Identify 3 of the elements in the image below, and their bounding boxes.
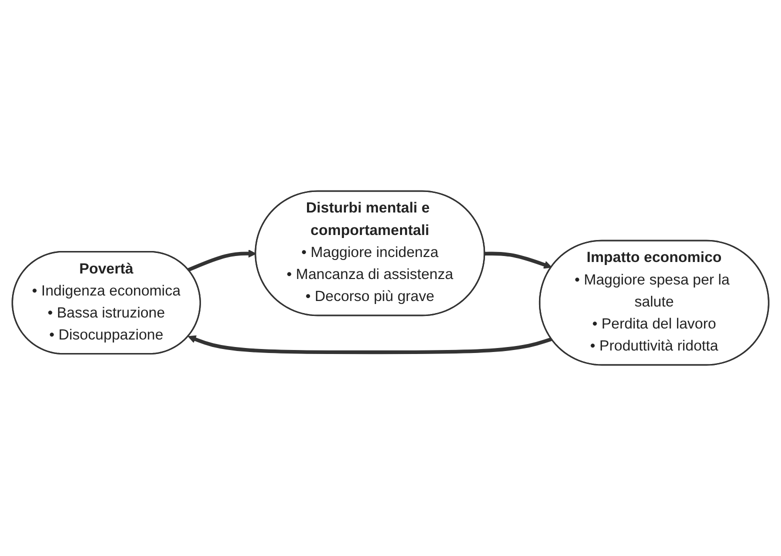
arrow <box>484 252 552 269</box>
arrow <box>188 335 552 354</box>
arrow <box>188 250 256 272</box>
